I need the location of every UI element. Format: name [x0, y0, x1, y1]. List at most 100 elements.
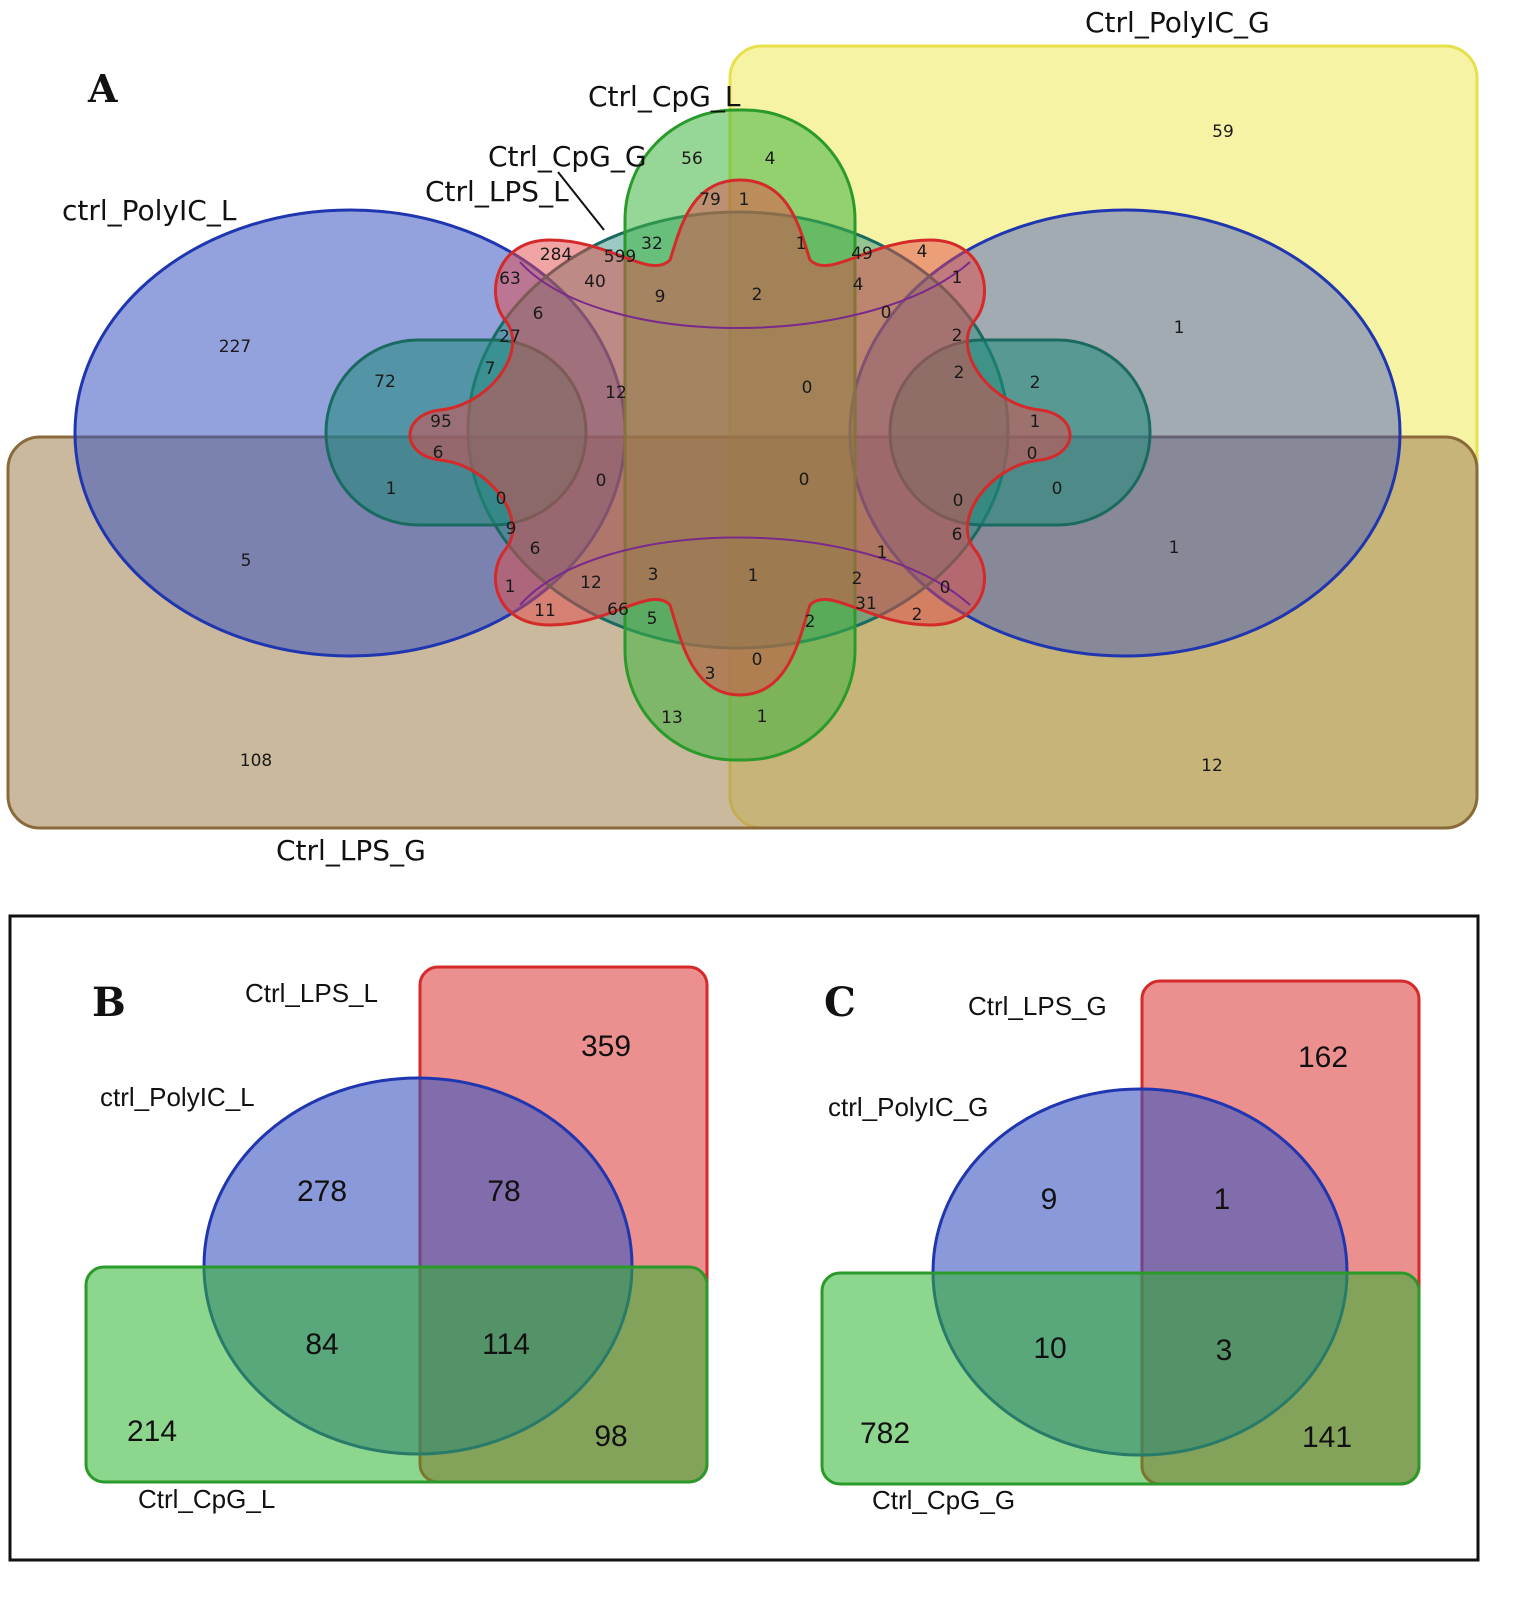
region-count: 1 [1214, 1183, 1231, 1216]
panel-a: A Ctrl_PolyIC_G Ctrl_CpG_L Ctrl_CpG_G Ct… [6, 6, 1479, 867]
region-count: 284 [540, 245, 572, 265]
label-ctrl-polyic-l: ctrl_PolyIC_L [62, 194, 237, 227]
label-ctrl-lps-l: Ctrl_LPS_L [425, 175, 569, 208]
region-count: 5 [241, 551, 252, 571]
region-count: 6 [952, 525, 963, 545]
region-count: 12 [580, 573, 602, 593]
region-count: 1 [796, 234, 807, 254]
region-count: 12 [1201, 756, 1223, 776]
region-count: 0 [953, 491, 964, 511]
region-count: 0 [881, 303, 892, 323]
region-count: 3 [648, 565, 659, 585]
set-c-ctrl-cpg-g [820, 1271, 1421, 1486]
region-count: 5 [647, 609, 658, 629]
region-count: 7 [485, 359, 496, 379]
region-count: 0 [799, 470, 810, 490]
region-count: 2 [852, 569, 863, 589]
region-count: 4 [765, 149, 776, 169]
region-count: 1 [952, 268, 963, 288]
label-c-ctrl-cpg-g: Ctrl_CpG_G [872, 1485, 1015, 1515]
region-count: 59 [1212, 122, 1234, 142]
region-count: 227 [219, 337, 251, 357]
region-count: 56 [681, 149, 703, 169]
region-count: 10 [1033, 1332, 1066, 1365]
label-b-ctrl-lps-l: Ctrl_LPS_L [245, 978, 378, 1008]
region-count: 6 [433, 443, 444, 463]
panel-c: C Ctrl_LPS_G ctrl_PolyIC_G Ctrl_CpG_G 16… [820, 979, 1421, 1515]
label-ctrl-cpg-l: Ctrl_CpG_L [588, 80, 741, 113]
label-b-ctrl-polyic-l: ctrl_PolyIC_L [100, 1082, 255, 1112]
region-count: 2 [952, 326, 963, 346]
region-count: 9 [506, 519, 517, 539]
region-count: 1 [505, 577, 516, 597]
region-count: 27 [499, 327, 521, 347]
region-count: 2 [1030, 373, 1041, 393]
region-count: 1 [1030, 412, 1041, 432]
panel-b-letter: B [92, 979, 126, 1026]
region-count: 1 [386, 479, 397, 499]
region-count: 2 [954, 363, 965, 383]
region-count: 359 [581, 1030, 631, 1063]
label-b-ctrl-cpg-l: Ctrl_CpG_L [138, 1484, 275, 1514]
cpg-l-polyic-arc-top [519, 261, 971, 329]
panel-c-letter: C [824, 979, 856, 1026]
region-count: 141 [1302, 1421, 1352, 1454]
panel-a-letter: A [87, 66, 118, 111]
label-ctrl-lps-g: Ctrl_LPS_G [276, 834, 426, 867]
region-count: 79 [699, 190, 721, 210]
region-count: 31 [855, 594, 877, 614]
region-count: 782 [860, 1417, 910, 1450]
leader-line [557, 171, 605, 231]
region-count: 49 [851, 244, 873, 264]
region-count: 32 [641, 234, 663, 254]
region-count: 6 [530, 539, 541, 559]
region-count: 1 [739, 190, 750, 210]
region-count: 599 [604, 247, 636, 267]
region-count: 278 [297, 1175, 347, 1208]
region-count: 0 [496, 489, 507, 509]
region-count: 6 [533, 304, 544, 324]
region-count: 72 [374, 372, 396, 392]
region-count: 4 [853, 275, 864, 295]
region-count: 0 [940, 578, 951, 598]
region-count: 1 [877, 543, 888, 563]
region-count: 4 [917, 242, 928, 262]
set-b-ctrl-cpg-l [84, 1265, 709, 1484]
region-count: 1 [1174, 318, 1185, 338]
region-count: 114 [482, 1328, 530, 1361]
panel-b: B Ctrl_LPS_L ctrl_PolyIC_L Ctrl_CpG_L 35… [84, 965, 709, 1514]
region-count: 66 [607, 600, 629, 620]
region-count: 9 [1041, 1183, 1058, 1216]
panel-bc-frame [8, 914, 1480, 1562]
region-count: 2 [912, 605, 923, 625]
region-count: 2 [805, 612, 816, 632]
region-count: 95 [430, 412, 452, 432]
region-count: 78 [487, 1175, 520, 1208]
region-count: 0 [596, 471, 607, 491]
region-count: 11 [534, 601, 556, 621]
region-count: 3 [705, 664, 716, 684]
region-count: 0 [1027, 444, 1038, 464]
region-count: 40 [584, 272, 606, 292]
region-count: 1 [748, 566, 759, 586]
region-count: 108 [240, 751, 272, 771]
region-count: 1 [1169, 538, 1180, 558]
label-c-ctrl-lps-g: Ctrl_LPS_G [968, 991, 1107, 1021]
region-count: 0 [1052, 479, 1063, 499]
label-ctrl-cpg-g: Ctrl_CpG_G [488, 140, 647, 173]
region-count: 0 [752, 650, 763, 670]
label-c-ctrl-polyic-g: ctrl_PolyIC_G [828, 1092, 988, 1122]
region-count: 84 [305, 1328, 338, 1361]
region-count: 12 [605, 383, 627, 403]
region-count: 0 [802, 378, 813, 398]
region-count: 1 [757, 707, 768, 727]
region-count: 214 [127, 1415, 177, 1448]
region-count: 162 [1298, 1041, 1348, 1074]
cpg-l-polyic-arc-bottom [519, 536, 971, 606]
region-count: 13 [661, 708, 683, 728]
region-count: 2 [752, 285, 763, 305]
